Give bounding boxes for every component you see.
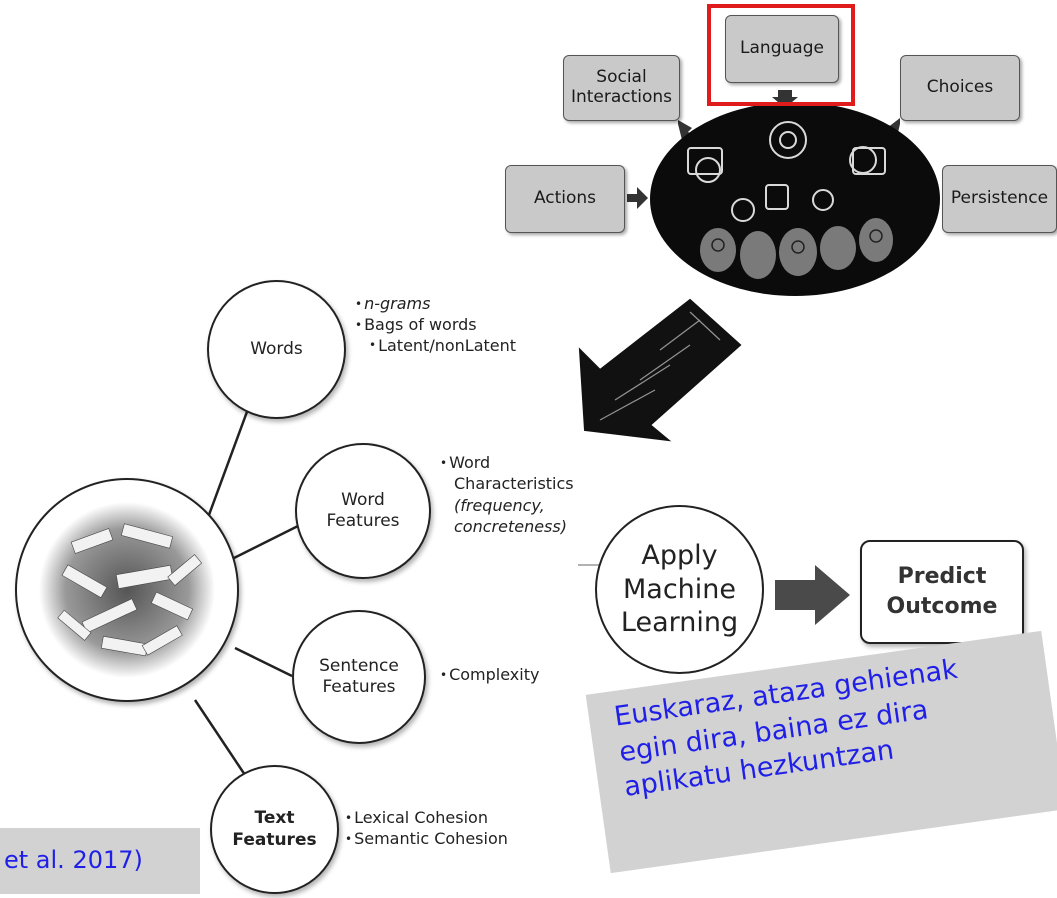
apply-to-predict-arrow <box>775 565 850 625</box>
predict-line1: Predict <box>897 564 987 590</box>
bullet-text: n-grams <box>364 294 431 313</box>
words-label: Words <box>250 338 303 359</box>
list-item: •Lexical Cohesion <box>345 808 488 827</box>
sentence-features-label-line1: Sentence <box>319 655 399 676</box>
list-item: •n-grams <box>355 294 431 313</box>
list-item: •Semantic Cohesion <box>345 828 508 848</box>
word-cloud-circle <box>15 478 239 702</box>
list-item: •Word <box>440 453 491 472</box>
citation-background <box>0 828 200 894</box>
language-highlight-frame <box>707 4 855 106</box>
bullet-text: concreteness) <box>454 516 567 536</box>
sentence-features-label-line2: Features <box>322 677 396 697</box>
apply-line2: Machine <box>622 573 737 605</box>
sentence-features-circle: Sentence Features <box>292 610 426 744</box>
actions-label: Actions <box>533 188 597 209</box>
arrow-actions-right <box>627 187 648 209</box>
bullet-text: (frequency, <box>454 495 545 515</box>
list-item: (frequency, <box>454 495 574 516</box>
word-features-circle: Word Features <box>295 443 431 579</box>
choices-label: Choices <box>926 77 994 98</box>
citation-text: et al. 2017) <box>4 846 143 874</box>
bullet-text: Complexity <box>449 665 540 684</box>
apply-line3: Learning <box>620 607 739 639</box>
list-item: Characteristics <box>454 473 574 494</box>
hand-drawn-arrow <box>578 298 742 442</box>
predict-outcome-box: Predict Outcome <box>860 540 1024 644</box>
persistence-label: Persistence <box>950 188 1049 209</box>
connector-text-features <box>193 699 247 776</box>
list-item: •Complexity <box>440 665 540 684</box>
text-features-bullets: •Lexical Cohesion •Semantic Cohesion <box>345 808 508 850</box>
language-label: Language <box>740 38 824 59</box>
actions-box: Actions <box>505 165 625 233</box>
bullet-text: Latent/nonLatent <box>378 335 517 355</box>
bullet-text: Word <box>449 453 491 472</box>
bullet-text: Characteristics <box>454 474 574 494</box>
arrow-language-down <box>772 90 798 108</box>
words-circle: Words <box>207 280 346 419</box>
social-label-line1: Social <box>596 67 647 88</box>
text-features-label-line1: Text <box>254 808 295 829</box>
text-features-label-line2: Features <box>232 829 317 850</box>
list-item: •Bags of words <box>355 314 477 334</box>
social-label-line2: Interactions <box>570 87 673 107</box>
social-interactions-box: Social Interactions <box>563 55 680 121</box>
language-box: Language <box>725 15 839 83</box>
word-cloud-image <box>39 502 215 678</box>
sentence-features-bullets: •Complexity <box>440 665 539 686</box>
list-item: •Latent/nonLatent <box>369 335 517 355</box>
word-features-label-line2: Features <box>326 511 400 531</box>
text-features-circle: Text Features <box>210 765 339 894</box>
predict-line2: Outcome <box>886 594 998 619</box>
word-features-bullets: •Word Characteristics (frequency, concre… <box>440 452 574 537</box>
words-bullets: •n-grams •Bags of words •Latent/nonLaten… <box>355 294 516 356</box>
persistence-box: Persistence <box>942 165 1057 233</box>
list-item: concreteness) <box>454 516 574 537</box>
social-media-oval-image <box>650 102 940 296</box>
apply-machine-learning-circle: Apply Machine Learning <box>595 505 764 674</box>
word-features-label-line1: Word <box>341 489 385 510</box>
bullet-text: Lexical Cohesion <box>354 808 488 827</box>
bullet-text: Bags of words <box>364 314 477 334</box>
apply-line1: Apply <box>641 539 718 571</box>
connector-word-features <box>229 523 301 562</box>
bullet-text: Semantic Cohesion <box>354 828 508 848</box>
connector-sentence-features <box>234 646 293 678</box>
choices-box: Choices <box>900 55 1020 121</box>
